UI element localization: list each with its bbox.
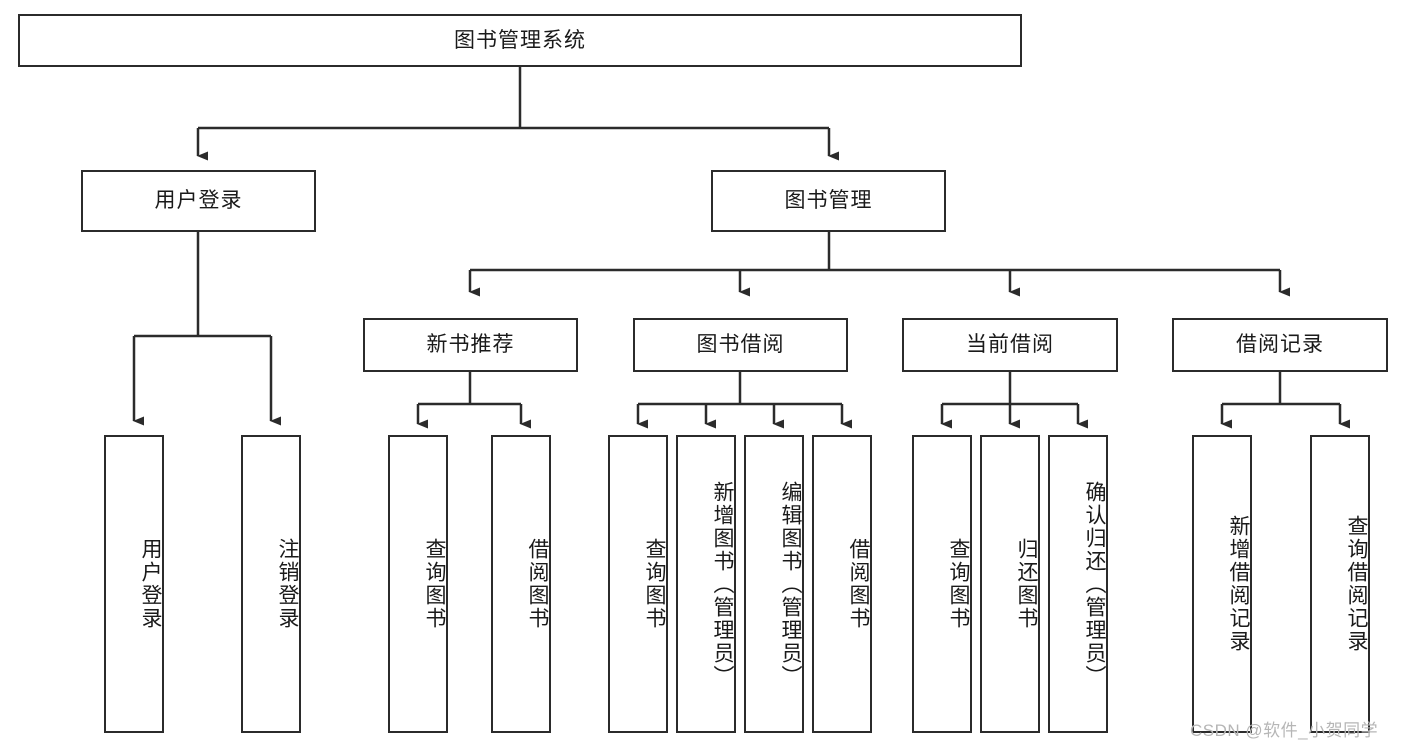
node-label: 借阅图书 xyxy=(526,538,549,630)
node-label: 查询图书 xyxy=(643,538,666,630)
node-leaf-borrow-book-2[interactable]: 借阅图书 xyxy=(812,435,872,733)
node-leaf-add-book[interactable]: 新增图书（管理员） xyxy=(676,435,736,733)
node-label: 用户登录 xyxy=(139,538,162,630)
watermark-csdn: CSDN @软件_小贺同学 xyxy=(1190,721,1379,740)
node-current-borrow[interactable]: 当前借阅 xyxy=(902,318,1118,372)
node-leaf-user-login[interactable]: 用户登录 xyxy=(104,435,164,733)
node-leaf-edit-book[interactable]: 编辑图书（管理员） xyxy=(744,435,804,733)
node-label: 借阅图书 xyxy=(847,538,870,630)
node-label: 查询借阅记录 xyxy=(1345,515,1368,653)
node-leaf-return-book[interactable]: 归还图书 xyxy=(980,435,1040,733)
node-label: 用户登录 xyxy=(154,189,243,213)
node-label: 新增借阅记录 xyxy=(1227,515,1250,653)
node-label: 图书借阅 xyxy=(696,333,785,357)
node-label: 图书管理 xyxy=(784,189,873,213)
node-leaf-add-record[interactable]: 新增借阅记录 xyxy=(1192,435,1252,733)
node-leaf-user-logout[interactable]: 注销登录 xyxy=(241,435,301,733)
node-book-manage[interactable]: 图书管理 xyxy=(711,170,946,232)
node-label: 查询图书 xyxy=(423,538,446,630)
node-leaf-query-record[interactable]: 查询借阅记录 xyxy=(1310,435,1370,733)
node-root-book-management-system[interactable]: 图书管理系统 xyxy=(18,14,1022,67)
node-leaf-query-book-1[interactable]: 查询图书 xyxy=(388,435,448,733)
node-label: 新书推荐 xyxy=(426,333,515,357)
node-user-login[interactable]: 用户登录 xyxy=(81,170,316,232)
node-leaf-confirm-return[interactable]: 确认归还（管理员） xyxy=(1048,435,1108,733)
node-label: 查询图书 xyxy=(947,538,970,630)
node-leaf-query-book-3[interactable]: 查询图书 xyxy=(912,435,972,733)
node-label: 图书管理系统 xyxy=(454,28,586,52)
node-label: 编辑图书（管理员） xyxy=(779,480,802,688)
node-leaf-borrow-book-1[interactable]: 借阅图书 xyxy=(491,435,551,733)
node-book-borrow[interactable]: 图书借阅 xyxy=(633,318,848,372)
node-label: 确认归还（管理员） xyxy=(1083,480,1106,688)
node-label: 新增图书（管理员） xyxy=(711,480,734,688)
node-label: 注销登录 xyxy=(276,538,299,630)
node-new-book-recommend[interactable]: 新书推荐 xyxy=(363,318,578,372)
node-label: 借阅记录 xyxy=(1236,333,1324,357)
node-label: 归还图书 xyxy=(1015,538,1038,630)
node-label: 当前借阅 xyxy=(966,333,1054,357)
node-leaf-query-book-2[interactable]: 查询图书 xyxy=(608,435,668,733)
node-borrow-record[interactable]: 借阅记录 xyxy=(1172,318,1388,372)
